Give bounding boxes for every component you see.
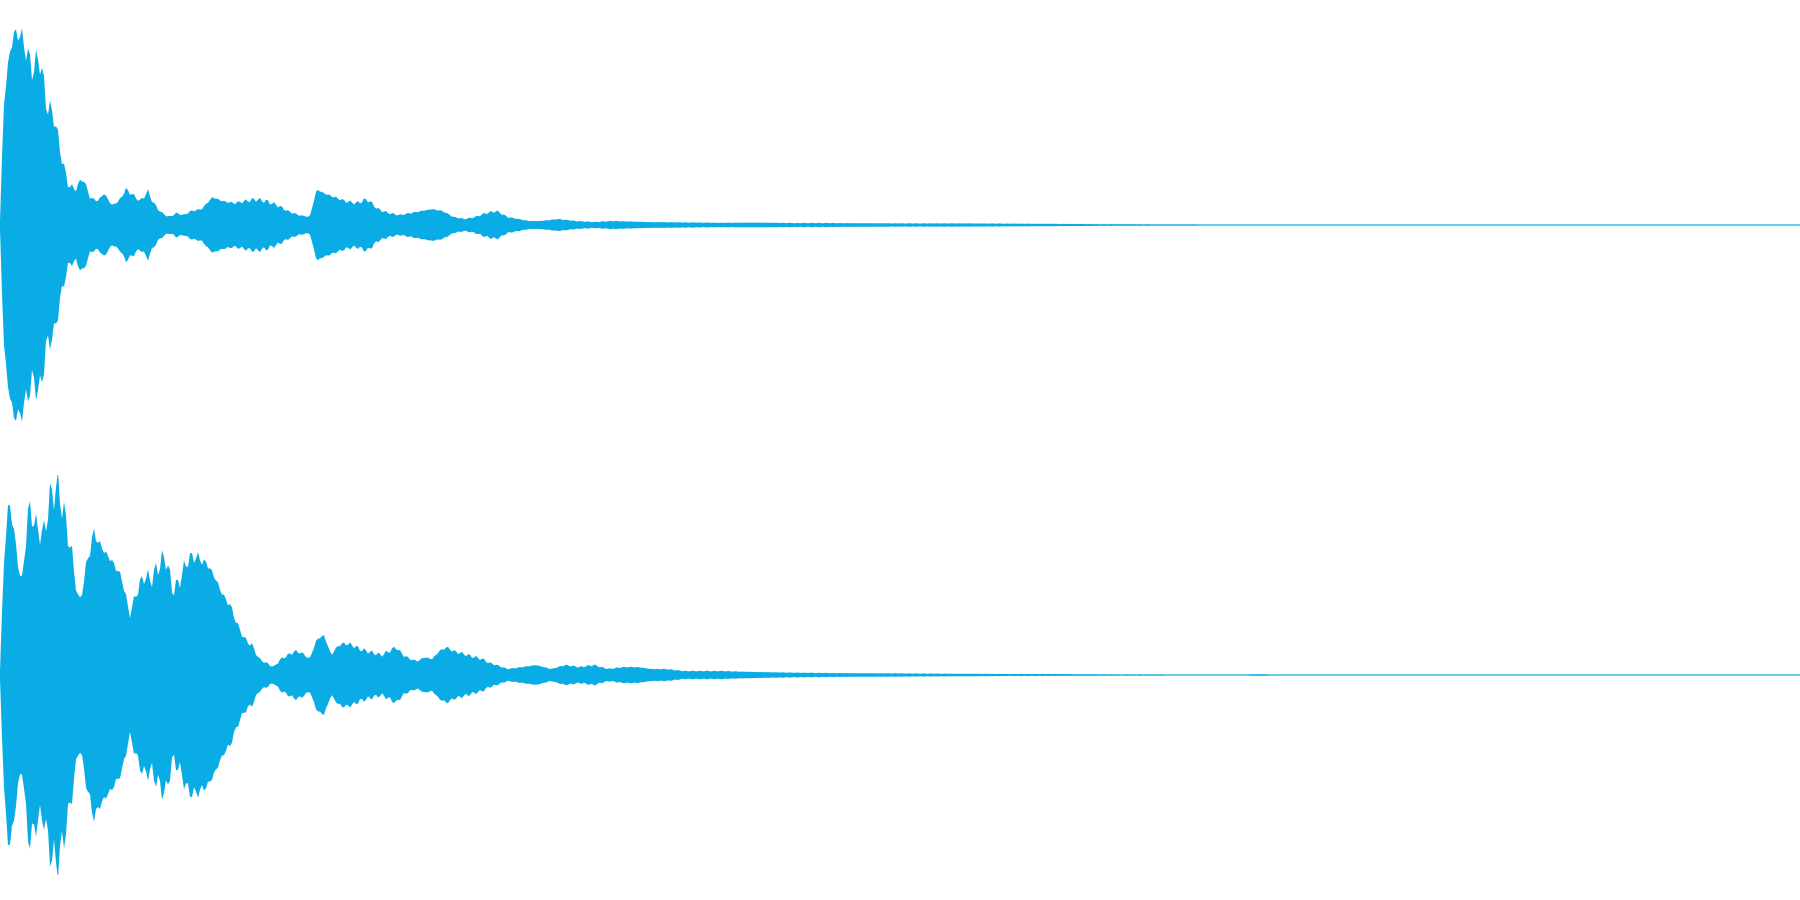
waveform-left-envelope (0, 28, 1800, 422)
waveform-right-envelope (0, 475, 1800, 875)
waveform-channel-left (0, 25, 1800, 425)
waveform-left-svg (0, 28, 1800, 422)
waveform-right-svg (0, 475, 1800, 875)
waveform-channel-right (0, 475, 1800, 875)
